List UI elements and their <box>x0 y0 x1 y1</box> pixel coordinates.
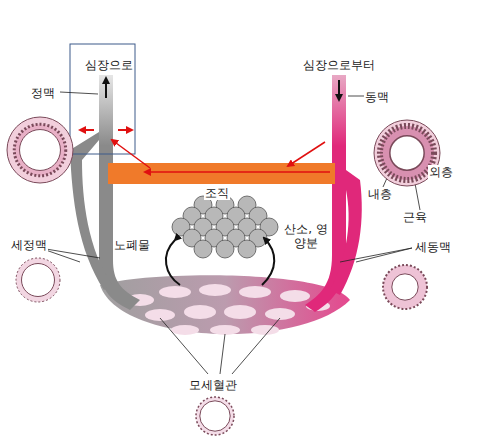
tissue-label: 조직 <box>204 186 230 200</box>
flow-label: 노폐물 <box>113 238 151 252</box>
layer-label: 근육 <box>402 210 428 224</box>
vessel-label: 세동맥 <box>414 240 452 254</box>
heading-label: 심장으로 <box>84 58 134 72</box>
flow-label: 산소, 영양분 <box>282 222 330 251</box>
cross-section-layer <box>383 265 427 309</box>
tissue-cell <box>238 240 256 258</box>
cross-section-layer <box>20 130 61 171</box>
cross-section-layer <box>392 274 418 300</box>
cross-section-layer <box>14 124 65 175</box>
layer-label: 내층 <box>367 187 393 201</box>
vessel-label: 세정맥 <box>10 238 48 252</box>
cross-section-layer <box>390 136 424 170</box>
layer-label: 외층 <box>428 165 454 179</box>
heading-label: 심장으로부터 <box>302 58 376 72</box>
tissue-cell <box>194 240 212 258</box>
cross-section-layer <box>16 258 60 302</box>
cross-section-layer <box>7 117 73 183</box>
cross-section-layer <box>200 401 230 431</box>
vessel-label: 정맥 <box>30 86 56 100</box>
vessel-label: 동맥 <box>364 90 390 104</box>
vessel-label: 모세혈관 <box>188 378 238 392</box>
cross-section-layer <box>380 126 434 180</box>
cross-section-layer <box>22 264 55 297</box>
tissue-cell <box>216 240 234 258</box>
cross-section-layer <box>196 397 234 435</box>
